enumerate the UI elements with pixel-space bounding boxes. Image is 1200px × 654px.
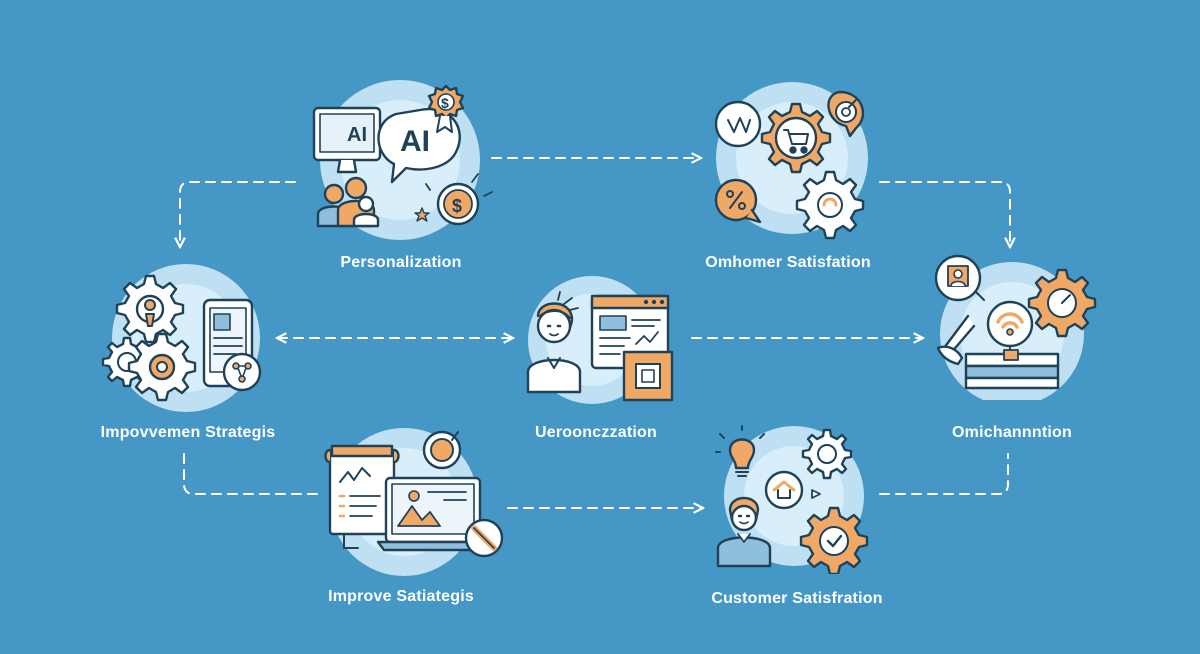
omnichannel-hand-icon: [934, 254, 1097, 400]
gears-tablet-icon: [101, 264, 262, 412]
label-omhomer: Omhomer Satisfation: [705, 254, 871, 271]
ai-badge-large: AI: [400, 125, 430, 158]
label-omnichannel: Omichannntion: [952, 424, 1072, 441]
ai-badge-small: AI: [347, 124, 367, 146]
svg-text:$: $: [452, 196, 462, 216]
customer-ideas-icon: [715, 425, 869, 574]
connector-customer-to-omnichannel: [879, 453, 1009, 495]
ai-chat-team-icon: AI AI $ $: [312, 80, 493, 240]
label-improve-strategies: Improve Satiategis: [328, 588, 474, 605]
label-central: Ueroonczzation: [535, 424, 657, 441]
documents-analytics-icon: [324, 428, 504, 576]
commerce-gears-icon: [714, 82, 868, 240]
connector-omhomer-to-omnichannel: [879, 181, 1010, 246]
label-personalization: Personalization: [340, 254, 462, 271]
svg-text:$: $: [441, 95, 449, 111]
connector-strategies-to-improve: [183, 453, 321, 495]
connector-personalization-to-strategies: [180, 181, 296, 246]
label-customer-satisfaction: Customer Satisfration: [711, 590, 883, 607]
label-improvement-strategies: Impovvemen Strategis: [100, 424, 276, 441]
person-dashboard-icon: [526, 276, 674, 404]
